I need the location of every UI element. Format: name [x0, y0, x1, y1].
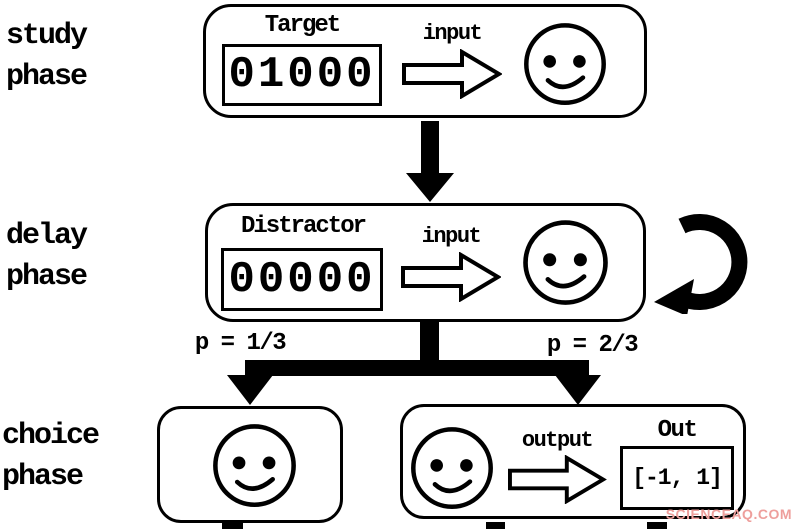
out-range-box: [-1, 1]	[620, 446, 734, 510]
input-arrow-icon	[401, 253, 500, 301]
smiley-face-icon	[407, 424, 497, 514]
branch-stem	[420, 321, 439, 362]
branch-arrow-left-icon	[227, 375, 273, 405]
branch-crossbar	[245, 360, 589, 376]
thick-down-arrow-icon	[406, 121, 454, 202]
study-box: Target 01000 input	[203, 4, 647, 118]
watermark: SCIENCEAQ.COM	[665, 506, 792, 522]
output-label: output	[521, 428, 594, 453]
probability-right-label: p = 2/3	[546, 332, 639, 359]
smiley-face-icon	[209, 421, 300, 512]
smiley-face-icon	[519, 217, 612, 310]
input-label: input	[421, 224, 482, 249]
distractor-pattern-box: 00000	[221, 248, 383, 311]
input-arrow-icon	[402, 50, 501, 98]
delay-box: Distractor 00000 input	[205, 203, 646, 322]
cropped-arrow-stub	[486, 522, 505, 529]
target-pattern-value: 01000	[228, 50, 376, 100]
choice-right-box: output Out [-1, 1]	[400, 404, 746, 519]
loop-arrow-icon	[654, 214, 748, 314]
choice-left-box	[157, 406, 343, 523]
cropped-arrow-stub	[222, 523, 243, 529]
cropped-arrow-stub	[647, 522, 667, 529]
target-pattern-box: 01000	[222, 44, 382, 106]
probability-left-label: p = 1/3	[194, 330, 287, 357]
distractor-pattern-value: 00000	[228, 254, 376, 305]
input-label: input	[422, 21, 483, 46]
branch-arrow-right-icon	[555, 375, 601, 405]
out-range-value: [-1, 1]	[632, 464, 723, 491]
distractor-title: Distractor	[240, 213, 367, 240]
out-title: Out	[657, 417, 698, 444]
target-title: Target	[264, 12, 341, 39]
output-arrow-icon	[507, 455, 606, 504]
smiley-face-icon	[520, 20, 610, 110]
